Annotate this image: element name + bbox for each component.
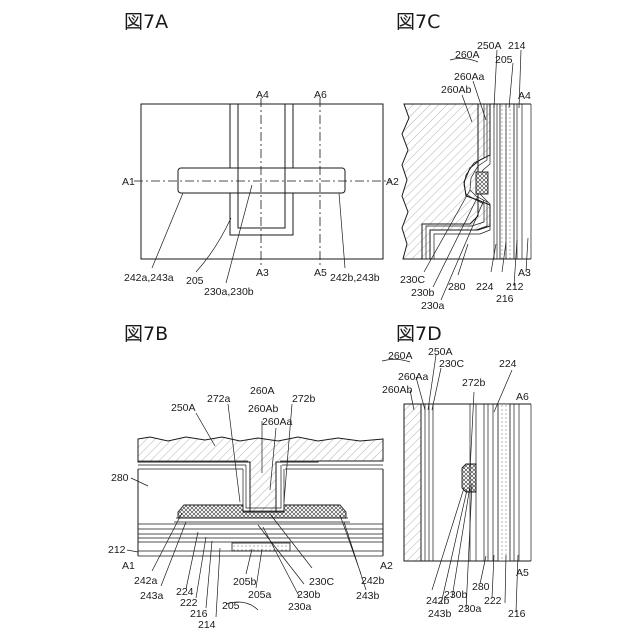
fig7d-conductor-205 bbox=[498, 404, 510, 561]
fig7c-label-230C: 230C bbox=[400, 274, 426, 286]
fig7a-label-a6: A6 bbox=[314, 89, 327, 101]
fig7b-label-230C: 230C bbox=[309, 576, 335, 588]
fig7b-layer-260A bbox=[138, 437, 383, 514]
fig7d-label-260Ab: 260Ab bbox=[382, 384, 413, 396]
fig7b-conductor-205 bbox=[232, 543, 290, 551]
fig7a-label-a2: A2 bbox=[386, 176, 399, 188]
fig7c-label-260A: 260A bbox=[455, 49, 480, 61]
fig7c-conductor-242 bbox=[476, 172, 488, 194]
fig7b-label-260Ab: 260Ab bbox=[248, 403, 279, 415]
fig7c-label-260Aa: 260Aa bbox=[454, 71, 485, 83]
fig7d-label-230b: 230b bbox=[444, 589, 468, 601]
fig7b-label-205b: 205b bbox=[233, 576, 257, 588]
fig7b-label-243b: 243b bbox=[356, 590, 380, 602]
fig7b-leaders-230 bbox=[258, 514, 312, 596]
fig7c-label-a3: A3 bbox=[518, 267, 531, 279]
fig7a-title: 図7A bbox=[124, 11, 168, 33]
fig7d-conductor-242b bbox=[462, 464, 476, 492]
fig7d-label-230C: 230C bbox=[439, 358, 465, 370]
fig7a-label-230: 230a,230b bbox=[204, 286, 254, 298]
fig7b-label-243a: 243a bbox=[140, 590, 164, 602]
fig7c-label-224: 224 bbox=[476, 281, 494, 293]
fig7d-label-260A: 260A bbox=[388, 350, 413, 362]
fig7b-label-242a: 242a bbox=[134, 575, 158, 587]
fig7b-title: 図7B bbox=[124, 323, 168, 345]
fig7c-label-230b: 230b bbox=[411, 287, 435, 299]
fig7d-label-230a: 230a bbox=[458, 603, 482, 615]
fig7a-label-242b: 242b,243b bbox=[330, 272, 380, 284]
fig7a-opening-inner bbox=[238, 104, 285, 228]
fig7b-label-a1: A1 bbox=[122, 560, 135, 572]
fig7d-label-280: 280 bbox=[472, 581, 490, 593]
fig7b-leader-212 bbox=[127, 550, 138, 552]
fig7a-leader-242b bbox=[339, 193, 345, 268]
fig7b-label-272a: 272a bbox=[207, 393, 231, 405]
fig7d-label-243b: 243b bbox=[428, 608, 452, 620]
fig7d-label-224: 224 bbox=[499, 358, 517, 370]
fig7a-leader-242a bbox=[152, 193, 183, 268]
fig7c-label-230a: 230a bbox=[421, 300, 445, 312]
fig7a-label-a4: A4 bbox=[256, 89, 269, 101]
fig7c-label-216: 216 bbox=[496, 293, 514, 305]
fig7a-label-242a: 242a,243a bbox=[124, 272, 174, 284]
fig7a-label-a5: A5 bbox=[314, 267, 327, 279]
fig7b-label-205a: 205a bbox=[248, 589, 272, 601]
fig7c-label-214: 214 bbox=[508, 40, 526, 52]
fig7b-label-260A: 260A bbox=[250, 385, 275, 397]
fig7b-label-a2: A2 bbox=[380, 560, 393, 572]
fig7d-label-a6: A6 bbox=[516, 391, 529, 403]
fig7d-label-260Aa: 260Aa bbox=[398, 371, 429, 383]
fig7c-label-260Ab: 260Ab bbox=[441, 84, 472, 96]
fig7a-label-205: 205 bbox=[186, 275, 204, 287]
fig7d-label-216: 216 bbox=[508, 608, 526, 620]
fig7a-label-a3: A3 bbox=[256, 267, 269, 279]
fig7b-label-260Aa: 260Aa bbox=[262, 416, 293, 428]
fig7b-label-230b: 230b bbox=[297, 589, 321, 601]
fig7c-conductor-205 bbox=[500, 104, 514, 259]
fig7b-label-214: 214 bbox=[198, 619, 216, 631]
fig7d-layers-250A-230C bbox=[425, 404, 433, 561]
fig7d-label-272b: 272b bbox=[462, 377, 486, 389]
fig7d-label-222: 222 bbox=[484, 595, 502, 607]
fig7b-label-272b: 272b bbox=[292, 393, 316, 405]
fig7c-label-280: 280 bbox=[448, 281, 466, 293]
fig7c-label-a4: A4 bbox=[518, 90, 531, 102]
fig7d-label-a5: A5 bbox=[516, 567, 529, 579]
fig7c-label-250A: 250A bbox=[477, 40, 502, 52]
fig7b-insulators-224-222 bbox=[138, 534, 383, 542]
fig7d-title: 図7D bbox=[396, 323, 442, 345]
fig7d-layer-260A bbox=[404, 404, 421, 561]
fig7a-leader-205 bbox=[196, 218, 231, 272]
fig7a-drawing bbox=[134, 98, 392, 283]
fig7d-label-250A: 250A bbox=[428, 346, 453, 358]
fig7b-layer-243 bbox=[174, 518, 350, 522]
fig7b-label-230a: 230a bbox=[288, 601, 312, 613]
fig7c-label-212: 212 bbox=[506, 281, 524, 293]
fig7b-label-212: 212 bbox=[108, 544, 126, 556]
fig7c-label-205: 205 bbox=[495, 54, 513, 66]
fig7b-label-250A: 250A bbox=[171, 402, 196, 414]
fig7b-leader-280 bbox=[131, 478, 148, 486]
fig7b-label-205: 205 bbox=[222, 600, 240, 612]
fig7b-label-280: 280 bbox=[111, 472, 129, 484]
fig7b-label-242b: 242b bbox=[361, 575, 385, 587]
fig7c-title: 図7C bbox=[396, 11, 440, 33]
fig7a-label-a1: A1 bbox=[122, 176, 135, 188]
